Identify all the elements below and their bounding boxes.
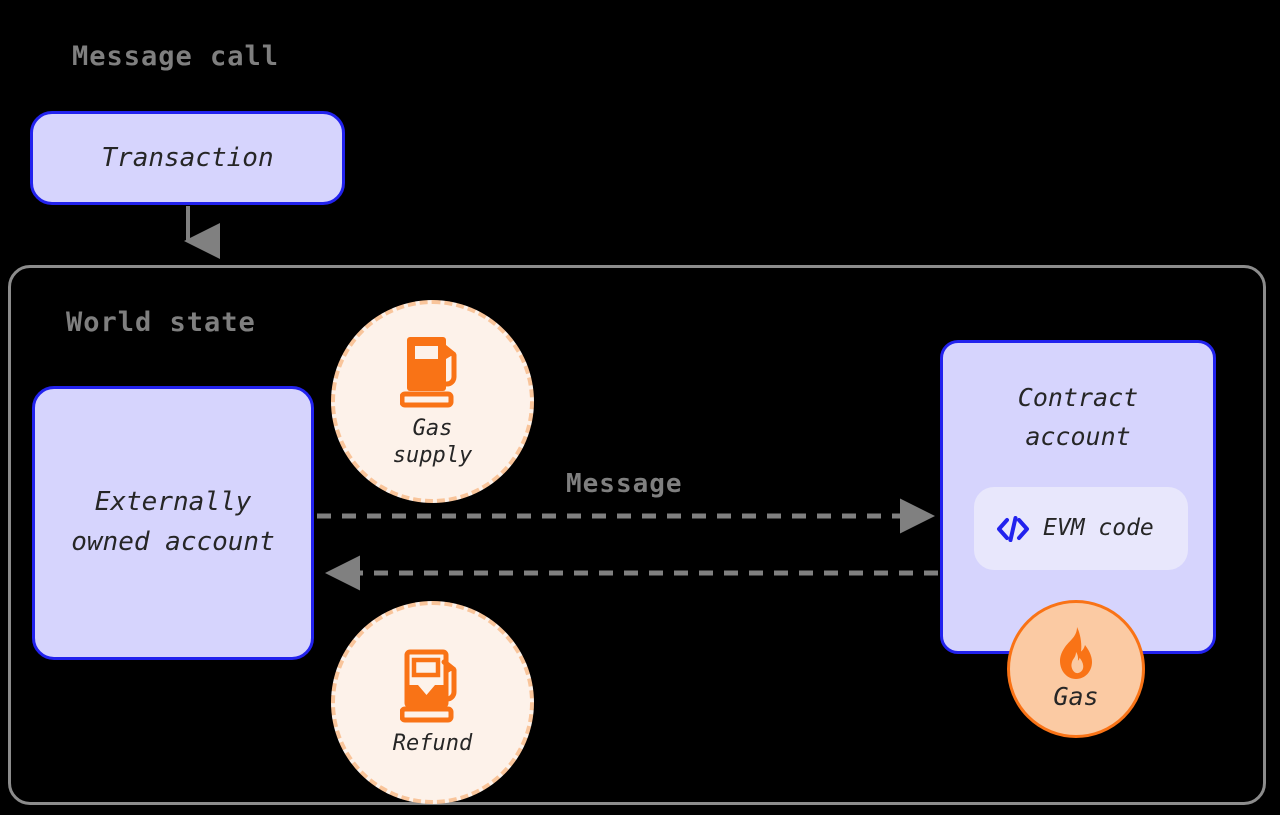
refund-node[interactable]: Refund xyxy=(331,601,534,804)
gas-badge[interactable]: Gas xyxy=(1007,600,1145,738)
transaction-label: Transaction xyxy=(101,143,274,173)
gas-pump-full-icon xyxy=(399,337,456,408)
message-arrow-label: Message xyxy=(566,469,683,499)
evm-code-label: EVM code xyxy=(1043,514,1154,541)
contract-account-label-line1: Contract xyxy=(1017,383,1139,412)
gas-pump-partial-icon xyxy=(399,649,456,723)
world-state-title: World state xyxy=(66,307,256,338)
evm-code-chip[interactable]: EVM code xyxy=(974,487,1188,570)
message-call-title: Message call xyxy=(72,41,280,72)
gas-badge-label: Gas xyxy=(1053,681,1099,711)
contract-account-label-line2: account xyxy=(1025,421,1131,451)
refund-label: Refund xyxy=(393,731,472,758)
gas-badge-label-wrap: Gas xyxy=(1053,682,1098,713)
gas-supply-label-line1: Gas xyxy=(412,416,453,442)
gas-supply-label-line2: supply xyxy=(392,443,473,468)
gas-supply-node[interactable]: Gas supply xyxy=(331,300,534,503)
transaction-node[interactable]: Transaction xyxy=(30,111,345,205)
contract-account-node[interactable]: Contract account EVM code xyxy=(940,340,1216,654)
externally-owned-account-node[interactable]: Externally owned account xyxy=(32,386,314,660)
eoa-label-line2: owned account xyxy=(71,527,275,557)
flame-icon xyxy=(1060,626,1092,679)
gas-supply-label: Gas supply xyxy=(393,416,472,470)
refund-label-line1: Refund xyxy=(392,730,473,756)
code-brackets-icon xyxy=(997,515,1029,542)
world-state-container xyxy=(8,265,1266,805)
eoa-label-line1: Externally xyxy=(94,487,252,518)
